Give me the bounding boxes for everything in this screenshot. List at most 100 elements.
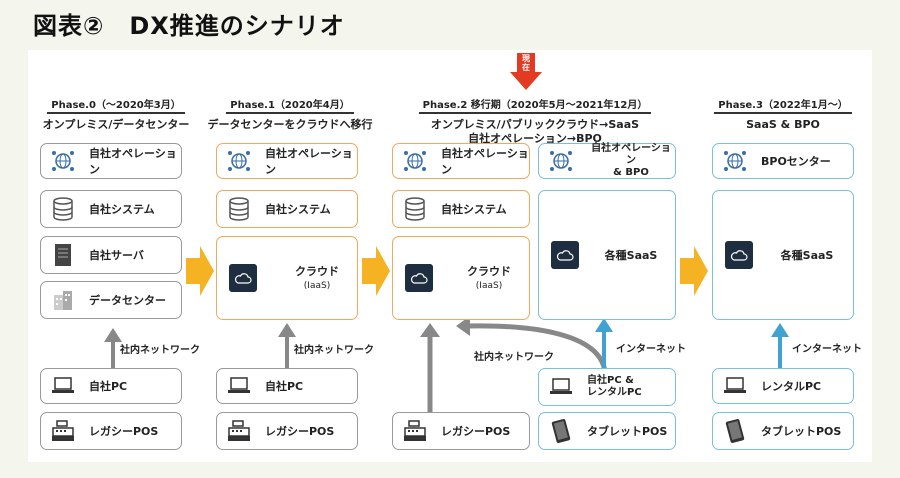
p1-network-label: 社内ネットワーク [294,345,374,356]
p2-ops-bpo-text: 自社オペレーション & BPO [587,143,675,179]
p2-internet-label: インターネット [616,344,686,355]
p2-cloud-label: クラウド [467,265,511,278]
p1-cloud-box: クラウド (IaaS) [216,236,358,320]
p2-pc-line1: 自社PC & [587,375,634,386]
p2-system-box: 自社システム [392,190,530,228]
phase-2-label: Phase.2 移行期（2020年5月～2021年12月） [418,96,652,114]
p0-system-box: 自社システム [40,190,182,228]
p3-tablet-box: タブレットPOS [712,412,854,450]
phase-3-label: Phase.3（2022年1月～） [714,96,852,114]
laptop-icon [227,374,251,398]
p1-cloud-label: クラウド [295,265,339,278]
cloud-icon [229,264,257,292]
network-globe-icon [227,149,251,173]
p2-internal-network-label: 社内ネットワーク [474,352,554,363]
laptop-icon [549,375,573,399]
p0-dc-box: データセンター [40,281,182,319]
network-globe-icon [549,149,573,173]
p2-pc-box: 自社PC & レンタルPC [538,368,676,406]
p2-cloud-sub: (IaaS) [475,281,503,291]
phase-1-subtitle: データセンターをクラウドへ移行 [207,118,373,131]
tablet-icon [549,419,573,443]
p2-tablet-box: タブレットPOS [538,412,676,450]
p3-saas-box: 各種SaaS [712,190,854,320]
p1-pos-box: レガシーPOS [216,412,358,450]
p2-pc-text: 自社PC & レンタルPC [587,375,642,399]
p2-ops-bpo-box: 自社オペレーション & BPO [538,143,676,179]
p1-pos-label: レガシーPOS [265,425,335,438]
p1-ops-label: 自社オペレーション [265,147,353,176]
database-icon [227,197,251,221]
p2-tablet-label: タブレットPOS [587,425,668,438]
phase-arrow-1-2 [362,246,390,296]
phase-3-header: Phase.3（2022年1月～） SaaS & BPO [710,96,856,132]
laptop-icon [51,374,75,398]
p1-system-box: 自社システム [216,190,358,228]
p0-pc-box: 自社PC [40,368,182,404]
network-globe-icon [51,149,75,173]
phase-1-label: Phase.1（2020年4月） [226,96,354,114]
building-icon [51,288,75,312]
p2-pos-label: レガシーPOS [441,425,511,438]
p3-pc-box: レンタルPC [712,368,854,404]
tablet-icon [723,419,747,443]
p1-ops-box: 自社オペレーション [216,143,358,179]
p3-pc-label: レンタルPC [761,380,822,393]
database-icon [51,197,75,221]
p1-cloud-text: クラウド (IaaS) [277,265,357,293]
p2-ops-bpo-line2: & BPO [613,167,649,178]
p0-server-label: 自社サーバ [89,249,144,262]
server-icon [51,243,75,267]
phase-2-subtitle: オンプレミス/パブリッククラウド→SaaS [430,118,640,131]
p0-pos-label: レガシーPOS [89,425,159,438]
p2-saas-label: 各種SaaS [604,249,658,262]
p0-network-label: 社内ネットワーク [120,345,200,356]
p3-saas-label: 各種SaaS [780,249,834,262]
p0-pos-box: レガシーPOS [40,412,182,450]
cash-register-icon [227,419,251,443]
cloud-icon [405,264,433,292]
p1-system-label: 自社システム [265,203,331,216]
p2-cloud-text: クラウド (IaaS) [449,265,529,293]
network-globe-icon [403,149,427,173]
cloud-icon [551,241,579,269]
p2-ops-bpo-line1: 自社オペレーション [591,143,671,166]
laptop-icon [723,374,747,398]
p2-saas-box: 各種SaaS [538,190,676,320]
p2-pc-line2: レンタルPC [587,387,642,398]
p2-ops-box: 自社オペレーション [392,143,530,179]
cash-register-icon [51,419,75,443]
p3-bpo-box: BPOセンター [712,143,854,179]
p3-bpo-label: BPOセンター [761,155,831,168]
p1-pc-box: 自社PC [216,368,358,404]
p0-dc-label: データセンター [89,294,166,307]
current-marker-label: 現在 [522,54,530,72]
cloud-icon [725,241,753,269]
p3-internet-label: インターネット [792,344,862,355]
phase-0-header: Phase.0（～2020年3月） オンプレミス/データセンター [36,96,196,132]
page-title: 図表② DX推進のシナリオ [33,12,345,40]
p1-pc-label: 自社PC [265,380,304,393]
phase-2-subtitle-2: 自社オペレーション→BPO [468,132,602,145]
p3-tablet-label: タブレットPOS [761,425,842,438]
network-globe-icon [723,149,747,173]
current-marker-arrow [510,53,542,90]
p0-pc-label: 自社PC [89,380,128,393]
phase-1-header: Phase.1（2020年4月） データセンターをクラウドへ移行 [206,96,374,132]
p2-ops-label: 自社オペレーション [441,147,529,176]
p0-ops-box: 自社オペレーション [40,143,182,179]
database-icon [403,197,427,221]
p0-server-box: 自社サーバ [40,236,182,274]
phase-2-header: Phase.2 移行期（2020年5月～2021年12月） オンプレミス/パブリ… [392,96,678,146]
p2-system-label: 自社システム [441,203,507,216]
cash-register-icon [403,419,427,443]
p2-pos-box: レガシーPOS [392,412,530,450]
phase-arrow-2-3 [680,246,708,296]
p0-ops-label: 自社オペレーション [89,147,177,176]
p2-cloud-box: クラウド (IaaS) [392,236,530,320]
phase-0-label: Phase.0（～2020年3月） [47,96,185,114]
phase-arrow-0-1 [186,246,214,296]
p1-cloud-sub: (IaaS) [303,281,331,291]
p0-system-label: 自社システム [89,203,155,216]
